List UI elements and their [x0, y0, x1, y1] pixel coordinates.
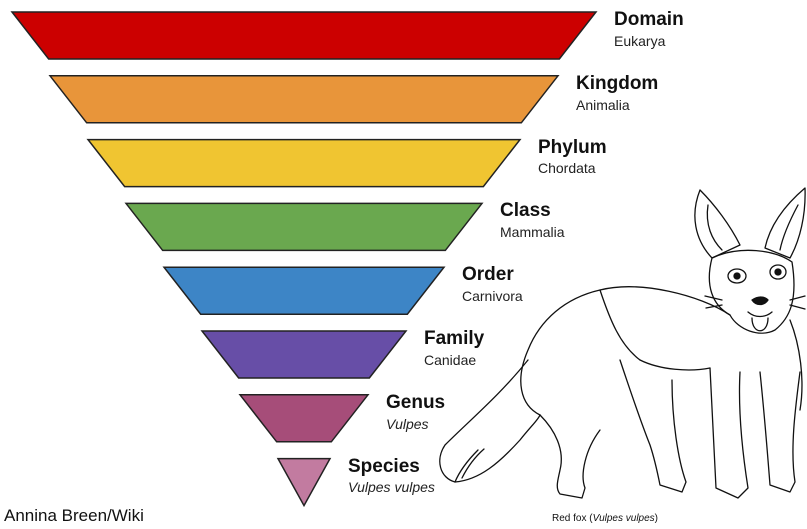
rank-value: Vulpes [386, 417, 445, 432]
rank-value: Mammalia [500, 225, 565, 240]
band-species [278, 459, 330, 506]
caption-prefix: Red fox ( [552, 513, 593, 524]
rank-value: Vulpes vulpes [348, 480, 435, 495]
band-order [164, 267, 444, 314]
rank-name: Order [462, 265, 523, 286]
caption-species: Vulpes vulpes [593, 513, 655, 524]
red-fox-drawing [440, 188, 805, 498]
band-domain [12, 12, 596, 59]
rank-value: Animalia [576, 98, 658, 113]
rank-value: Eukarya [614, 34, 684, 49]
band-family [202, 331, 406, 378]
band-kingdom [50, 76, 558, 123]
rank-name: Species [348, 457, 435, 478]
taxonomy-pyramid [12, 12, 596, 506]
rank-name: Genus [386, 393, 445, 414]
band-genus [240, 395, 368, 442]
fox-caption: Red fox (Vulpes vulpes) [552, 513, 658, 524]
rank-name: Kingdom [576, 74, 658, 95]
band-phylum [88, 140, 520, 187]
rank-name: Domain [614, 10, 684, 31]
rank-value: Chordata [538, 161, 607, 176]
rank-name: Phylum [538, 138, 607, 159]
band-class [126, 203, 482, 250]
image-credit: Annina Breen/Wiki [4, 506, 144, 526]
rank-value: Carnivora [462, 289, 523, 304]
rank-value: Canidae [424, 353, 484, 368]
rank-name: Class [500, 201, 565, 222]
caption-suffix: ) [655, 513, 658, 524]
rank-name: Family [424, 329, 484, 350]
